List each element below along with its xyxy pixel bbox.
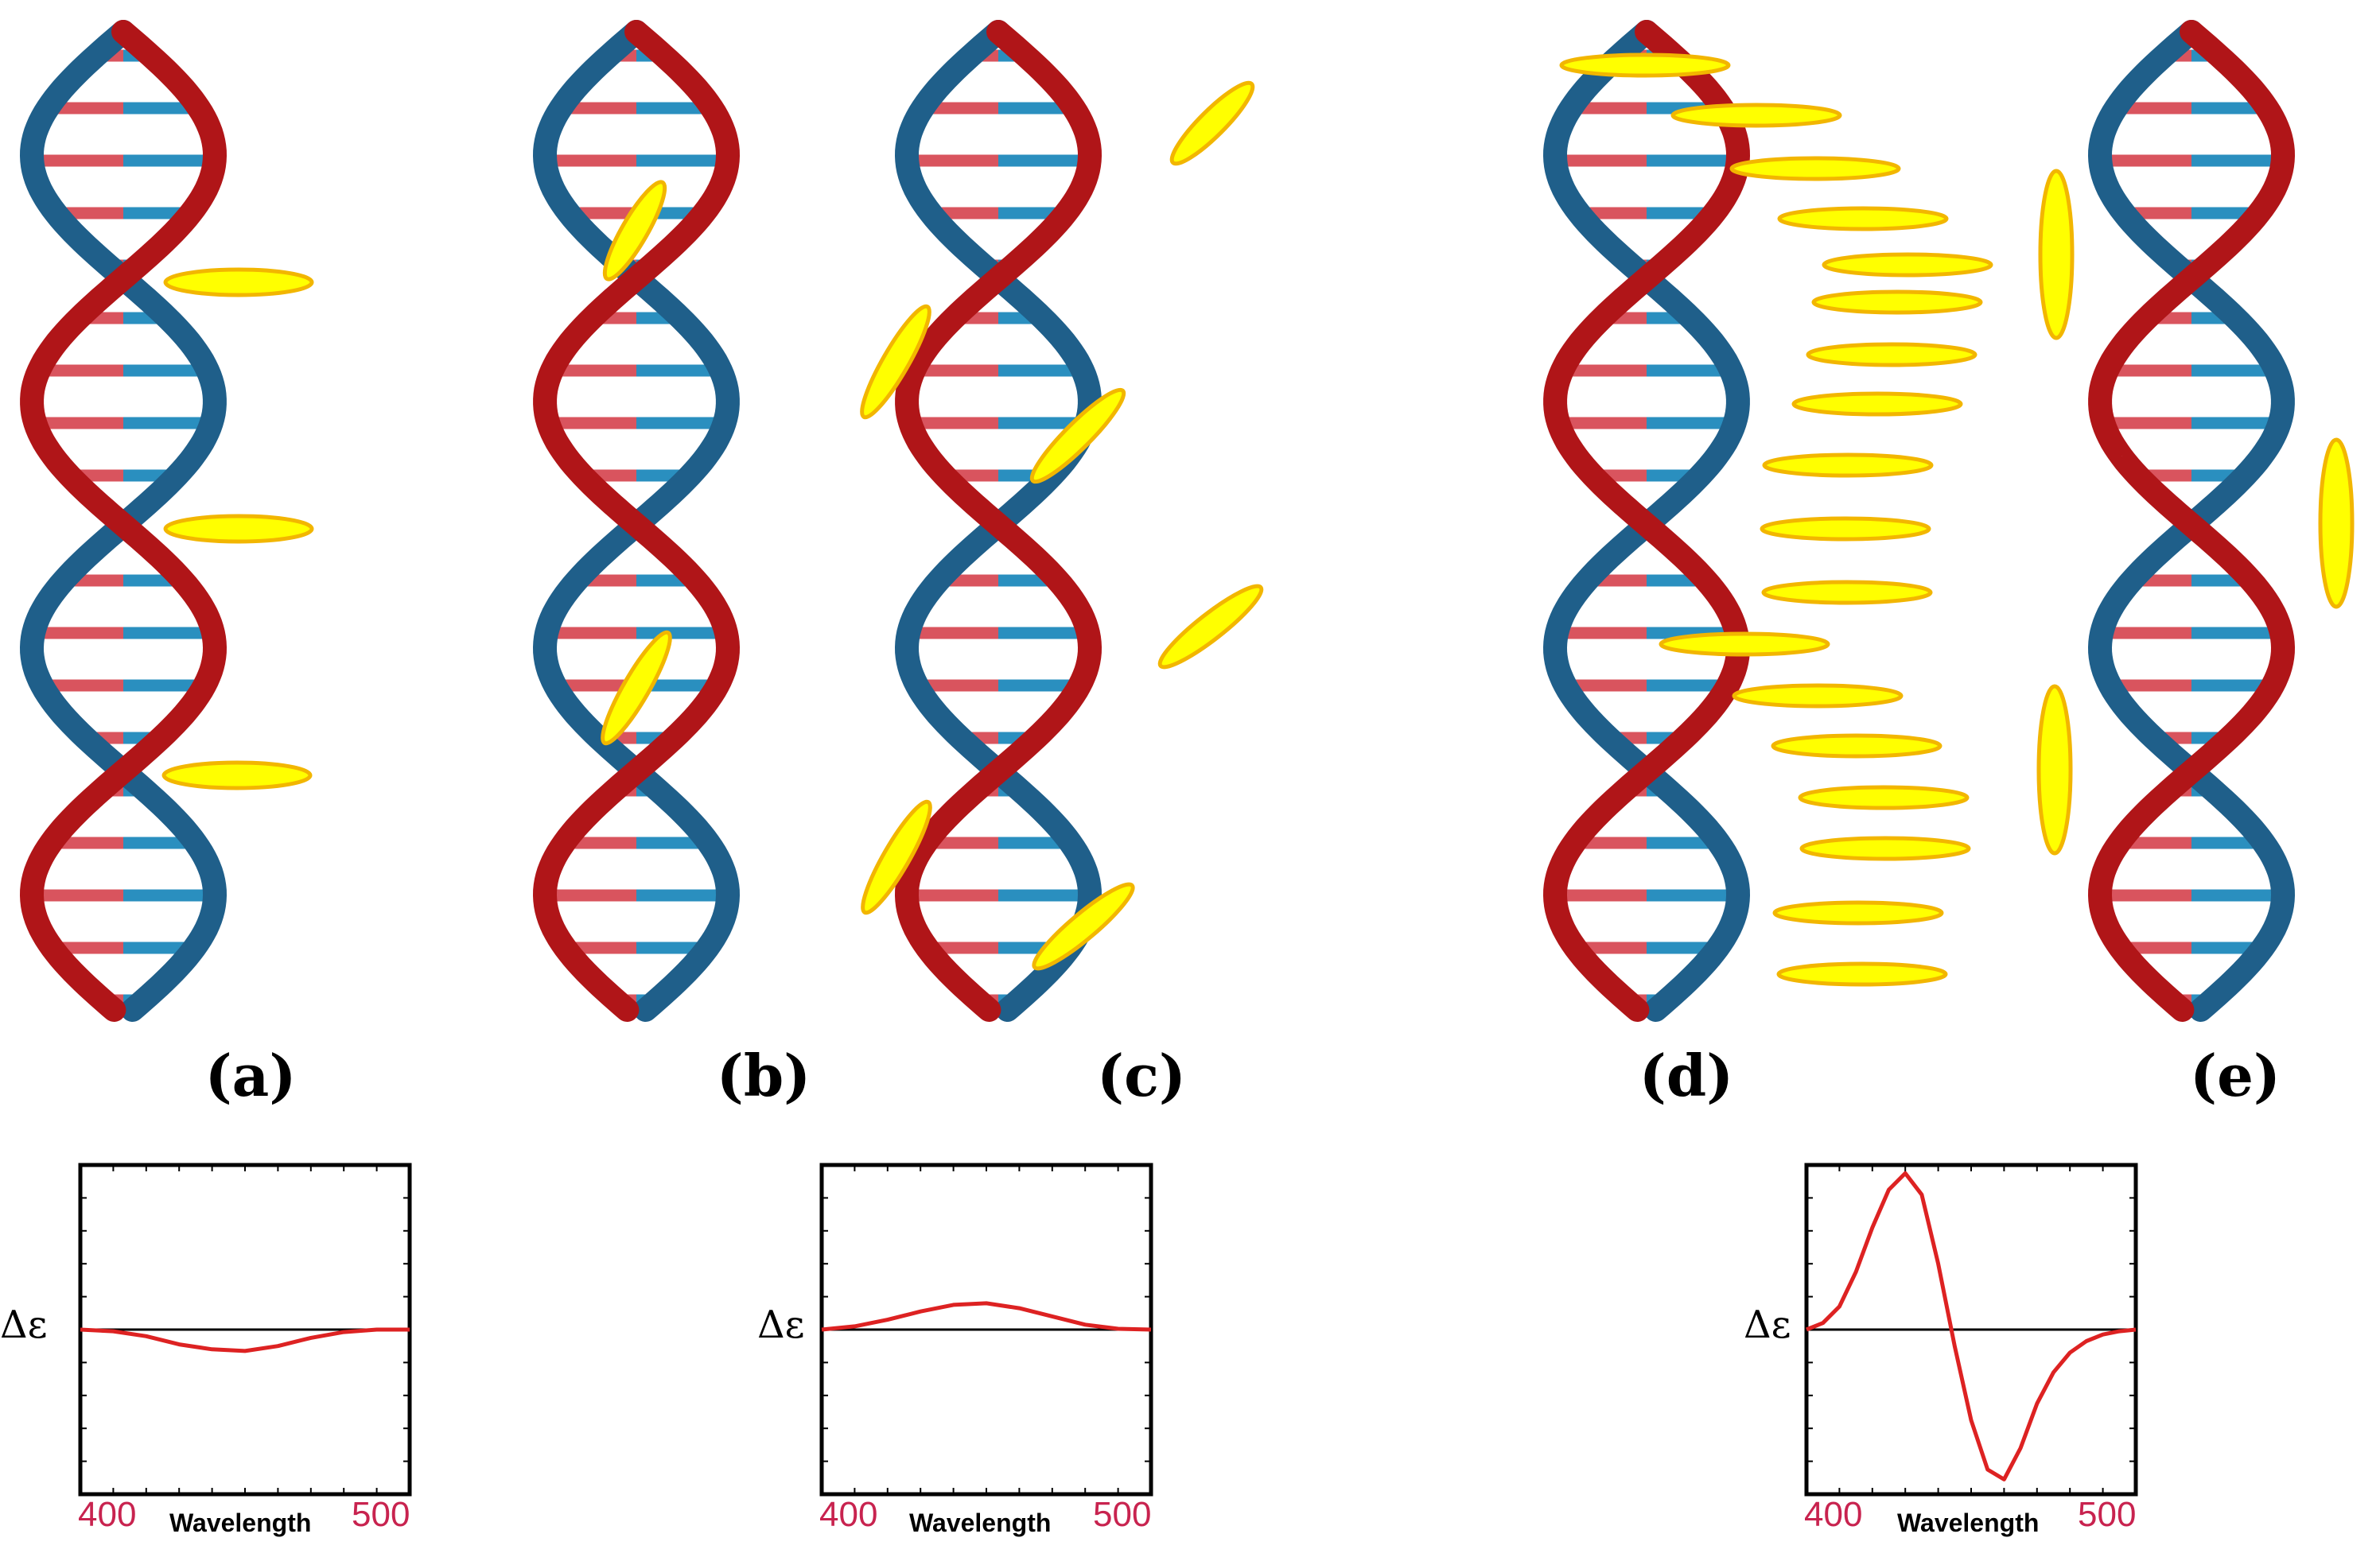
- dna-helix-b: [532, 20, 741, 1022]
- chromophore-d-17: [1772, 900, 1944, 926]
- chromophore-b-1: [602, 180, 667, 282]
- panel-label-d: (d): [1639, 1042, 1734, 1109]
- chromophore-a-2: [163, 514, 314, 544]
- chromophore-d-12: [1659, 631, 1830, 657]
- chromophore-e-3: [2036, 684, 2073, 856]
- dna-helix-c: [894, 20, 1102, 1022]
- cd-plot-2-ylabel: Δε: [757, 1303, 805, 1347]
- chromophore-d-1: [1559, 52, 1731, 78]
- cd-curve-series-1: [80, 1327, 410, 1353]
- chromophore-d-8: [1791, 391, 1963, 417]
- chromophore-c-4: [1032, 882, 1135, 971]
- cd-plot-1-tick-400: 400: [78, 1495, 137, 1534]
- chromophore-d-18: [1776, 961, 1948, 987]
- cd-plot-2-tick-500: 500: [1093, 1495, 1152, 1534]
- chromophore-b-2: [860, 304, 931, 420]
- dna-helix-d: [1542, 20, 1751, 1022]
- chromophore-d-5: [1822, 252, 1993, 278]
- cd-plot-1-ylabel: Δε: [0, 1303, 48, 1347]
- chromophore-e-1: [2038, 169, 2075, 340]
- dna-helix-e: [2087, 20, 2296, 1022]
- cd-curve-series-1: [1806, 1171, 2137, 1481]
- cd-plot-3-tick-500: 500: [2078, 1495, 2137, 1534]
- chromophore-d-3: [1729, 156, 1901, 181]
- chromophore-b-4: [861, 799, 932, 915]
- cd-plot-1-xlabel: Wavelength: [169, 1509, 312, 1537]
- cd-plot-3-tick-400: 400: [1804, 1495, 1863, 1534]
- chromophore-d-11: [1761, 580, 1933, 605]
- panel-label-c: (c): [1097, 1042, 1186, 1109]
- chromophore-b-3: [601, 630, 672, 746]
- chromophore-d-13: [1732, 683, 1904, 709]
- chromophore-c-2: [1029, 387, 1126, 484]
- cd-plot-1-tick-500: 500: [352, 1495, 410, 1534]
- panel-label-e: (e): [2190, 1042, 2281, 1109]
- cd-plot-2-tick-400: 400: [819, 1495, 878, 1534]
- cd-plot-3-xlabel: Wavelength: [1897, 1509, 2040, 1537]
- chromophore-d-15: [1798, 785, 1970, 810]
- chromophore-a-1: [163, 267, 314, 297]
- cd-plot-3: [1804, 1163, 2138, 1497]
- backbone-strand-red: [2087, 20, 2296, 1022]
- chromophore-d-9: [1762, 452, 1934, 478]
- backbone-strand-red: [19, 20, 228, 1022]
- backbone-strand-red: [1542, 20, 1751, 1022]
- cd-plot-3-ylabel: Δε: [1744, 1303, 1791, 1347]
- chromophore-c-3: [1157, 584, 1264, 670]
- dna-helix-diagram: [19, 20, 2355, 1022]
- panel-label-b: (b): [716, 1042, 811, 1109]
- chromophore-d-2: [1670, 103, 1842, 128]
- chromophore-d-14: [1771, 733, 1942, 759]
- chromophore-d-6: [1811, 289, 1983, 315]
- cd-plot-1: [78, 1163, 412, 1497]
- cd-plot-2: [819, 1163, 1153, 1497]
- chromophore-d-10: [1760, 516, 1931, 542]
- chromophore-e-2: [2318, 437, 2355, 609]
- backbone-strand-red: [532, 20, 741, 1022]
- dna-helix-a: [19, 20, 228, 1022]
- cd-curve-series-1: [821, 1301, 1152, 1332]
- backbone-strand-red: [894, 20, 1102, 1022]
- chromophore-a-3: [161, 760, 313, 790]
- chromophore-c-1: [1169, 80, 1255, 166]
- chromophore-d-16: [1799, 836, 1971, 861]
- chromophore-d-4: [1777, 206, 1949, 231]
- panel-label-a: (a): [204, 1042, 297, 1109]
- chromophore-d-7: [1806, 342, 1978, 367]
- cd-plot-2-xlabel: Wavelength: [909, 1509, 1052, 1537]
